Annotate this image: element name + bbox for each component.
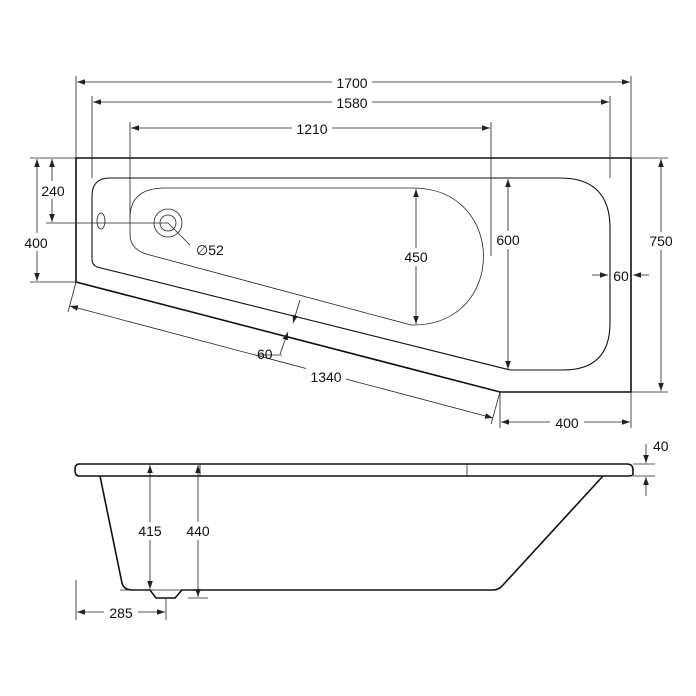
label-60-front: 60 xyxy=(257,346,273,362)
dim-line-1340 xyxy=(69,305,494,419)
overflow-hole xyxy=(96,212,106,230)
dim-arrow-60-front xyxy=(279,331,289,355)
dim-arrow-60-front xyxy=(292,299,301,324)
ext-line xyxy=(67,281,77,313)
label-600: 600 xyxy=(496,232,520,248)
label-1340: 1340 xyxy=(310,369,341,385)
label-mask xyxy=(612,267,630,284)
label-750: 750 xyxy=(649,233,673,249)
label-400-foot: 400 xyxy=(555,415,579,431)
label-mask xyxy=(104,603,138,621)
label-mask xyxy=(550,413,584,431)
label-240: 240 xyxy=(41,183,65,199)
label-mask xyxy=(20,233,54,251)
label-285: 285 xyxy=(109,605,133,621)
label-mask xyxy=(644,232,678,250)
side-view: 40 415 440 285 xyxy=(74,438,669,621)
label-mask xyxy=(135,522,167,540)
ext-line xyxy=(490,391,501,425)
waste-leader xyxy=(167,222,191,246)
label-waste-diameter: ∅52 xyxy=(196,242,224,258)
label-mask xyxy=(400,248,432,266)
label-mask xyxy=(306,366,346,384)
label-mask xyxy=(332,72,372,90)
label-400-head: 400 xyxy=(24,235,48,251)
label-60-rim: 60 xyxy=(613,268,629,284)
side-body xyxy=(99,475,604,599)
label-450: 450 xyxy=(404,249,428,265)
label-40: 40 xyxy=(653,438,669,454)
label-415: 415 xyxy=(138,523,162,539)
label-1580: 1580 xyxy=(336,95,367,111)
label-mask xyxy=(38,181,68,199)
label-mask xyxy=(492,231,524,249)
side-rim xyxy=(74,463,634,477)
plan-outer-outline xyxy=(75,157,632,393)
label-mask xyxy=(332,92,372,110)
label-440: 440 xyxy=(186,523,210,539)
label-mask xyxy=(182,522,216,540)
plan-inner-bowl xyxy=(91,177,611,371)
plan-view: ∅52 1700 1580 1210 240 400 450 xyxy=(20,72,678,431)
label-1210: 1210 xyxy=(296,121,327,137)
label-1700: 1700 xyxy=(336,75,367,91)
label-mask xyxy=(292,118,332,136)
